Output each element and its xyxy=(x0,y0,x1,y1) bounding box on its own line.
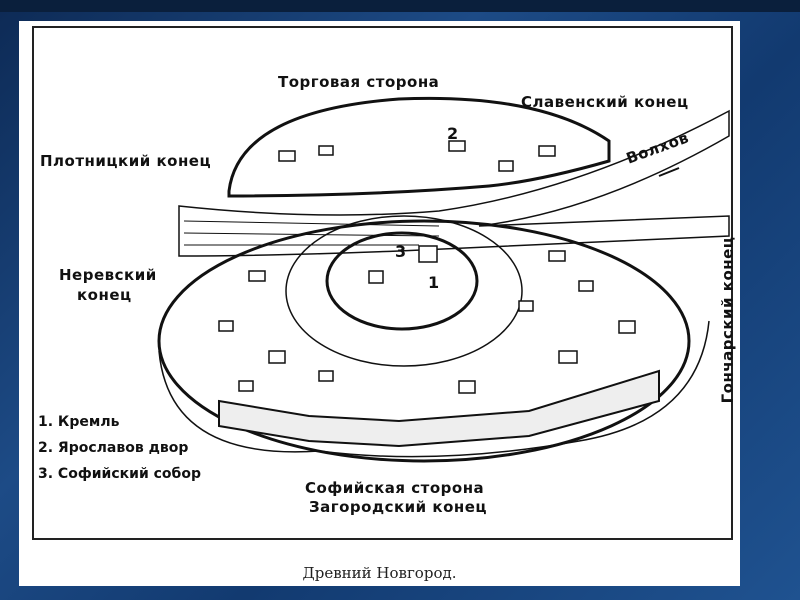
legend-item: 3. Софийский собор xyxy=(38,466,201,482)
sofia-moat xyxy=(158,320,710,458)
torgovaya-wall xyxy=(227,96,611,198)
label-torgovaya-side: Торговая сторона xyxy=(278,73,440,91)
volkhov-river xyxy=(178,109,730,257)
marker-sofia-cathedral: 3 xyxy=(395,242,407,261)
kremlin-wall xyxy=(325,231,479,331)
river-hatching xyxy=(183,220,440,246)
legend-item: 1. Кремль xyxy=(38,414,120,430)
map-frame xyxy=(32,26,733,540)
sofia-wall xyxy=(157,219,691,463)
houses xyxy=(218,140,636,394)
kremlin-moat xyxy=(285,215,523,367)
slide-top-band xyxy=(0,0,800,12)
label-nerevsky-end-line1: Неревский xyxy=(59,266,157,284)
label-slavensky-end: Славенский конец xyxy=(521,93,689,111)
label-nerevsky-end-line2: конец xyxy=(77,286,132,304)
label-sofiyskaya-side: Софийская сторона xyxy=(305,479,485,497)
map-caption: Древний Новгород. xyxy=(302,564,457,582)
label-goncharsky-end: Гончарский конец xyxy=(718,236,737,404)
legend-item: 2. Ярославов двор xyxy=(38,440,189,456)
flow-arrow xyxy=(658,167,680,177)
label-zagorodsky-end: Загородский конец xyxy=(309,498,488,516)
label-plotnitsky-end: Плотницкий конец xyxy=(40,152,212,170)
novgorod-drawing xyxy=(157,96,730,463)
marker-yaroslav-court: 2 xyxy=(447,124,459,143)
south-wall xyxy=(218,369,660,448)
map-legend: 1. Кремль 2. Ярославов двор 3. Софийский… xyxy=(38,409,201,487)
marker-kremlin: 1 xyxy=(428,273,440,292)
map-illustration: Торговая сторона Славенский конец Плотни… xyxy=(19,21,740,586)
